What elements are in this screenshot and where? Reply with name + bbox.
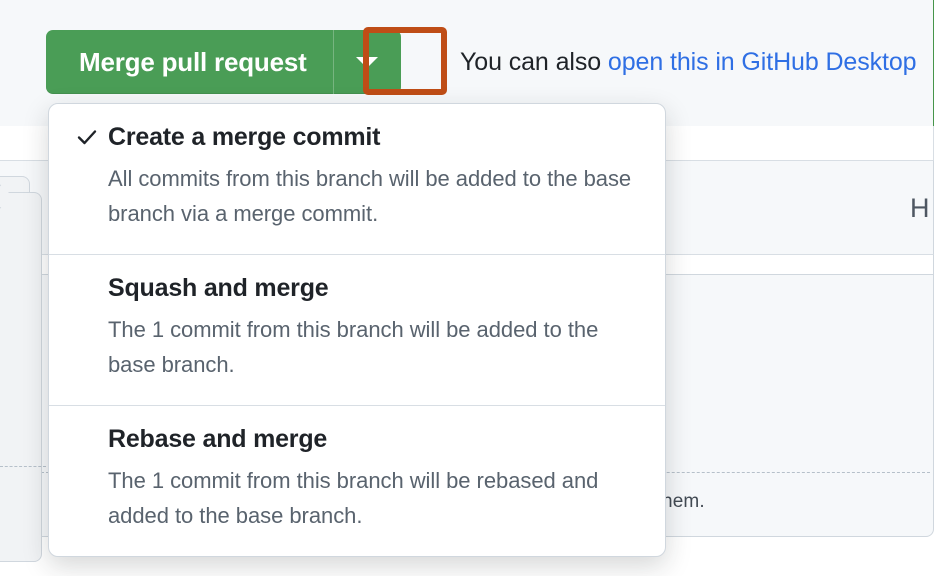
merge-dropdown-toggle[interactable] [332,30,401,94]
check-icon [75,123,108,149]
open-in-desktop-text: You can also open this in GitHub Desktop [460,48,917,77]
background-heading: H [910,193,930,223]
menu-item-title-row: Squash and merge [75,274,639,303]
menu-item-title-row: Rebase and merge [75,425,639,454]
chevron-down-icon [356,56,379,68]
open-in-desktop-prefix: You can also [460,48,608,76]
menu-item-description: The 1 commit from this branch will be ad… [108,316,599,378]
merge-method-dropdown-menu: Create a merge commit All commits from t… [48,103,666,557]
menu-item-description: All commits from this branch will be add… [108,165,632,227]
menu-item-title: Rebase and merge [108,425,328,453]
timeline-thread-block [0,192,42,562]
menu-item-description: The 1 commit from this branch will be re… [108,467,599,529]
timeline-rule [0,466,46,467]
menu-item-title: Create a merge commit [108,123,381,151]
menu-item-title: Squash and merge [108,274,329,302]
menu-item-title-row: Create a merge commit [75,123,639,152]
menu-item-create-merge-commit[interactable]: Create a merge commit All commits from t… [49,104,665,254]
merge-pull-request-button[interactable]: Merge pull request [46,30,333,94]
check-icon-placeholder [75,425,108,427]
menu-item-rebase-and-merge[interactable]: Rebase and merge The 1 commit from this … [49,405,665,556]
merge-button-group: Merge pull request [46,30,401,94]
menu-item-squash-and-merge[interactable]: Squash and merge The 1 commit from this … [49,254,665,405]
check-icon-placeholder [75,274,108,276]
open-in-github-desktop-link[interactable]: open this in GitHub Desktop [607,48,917,76]
